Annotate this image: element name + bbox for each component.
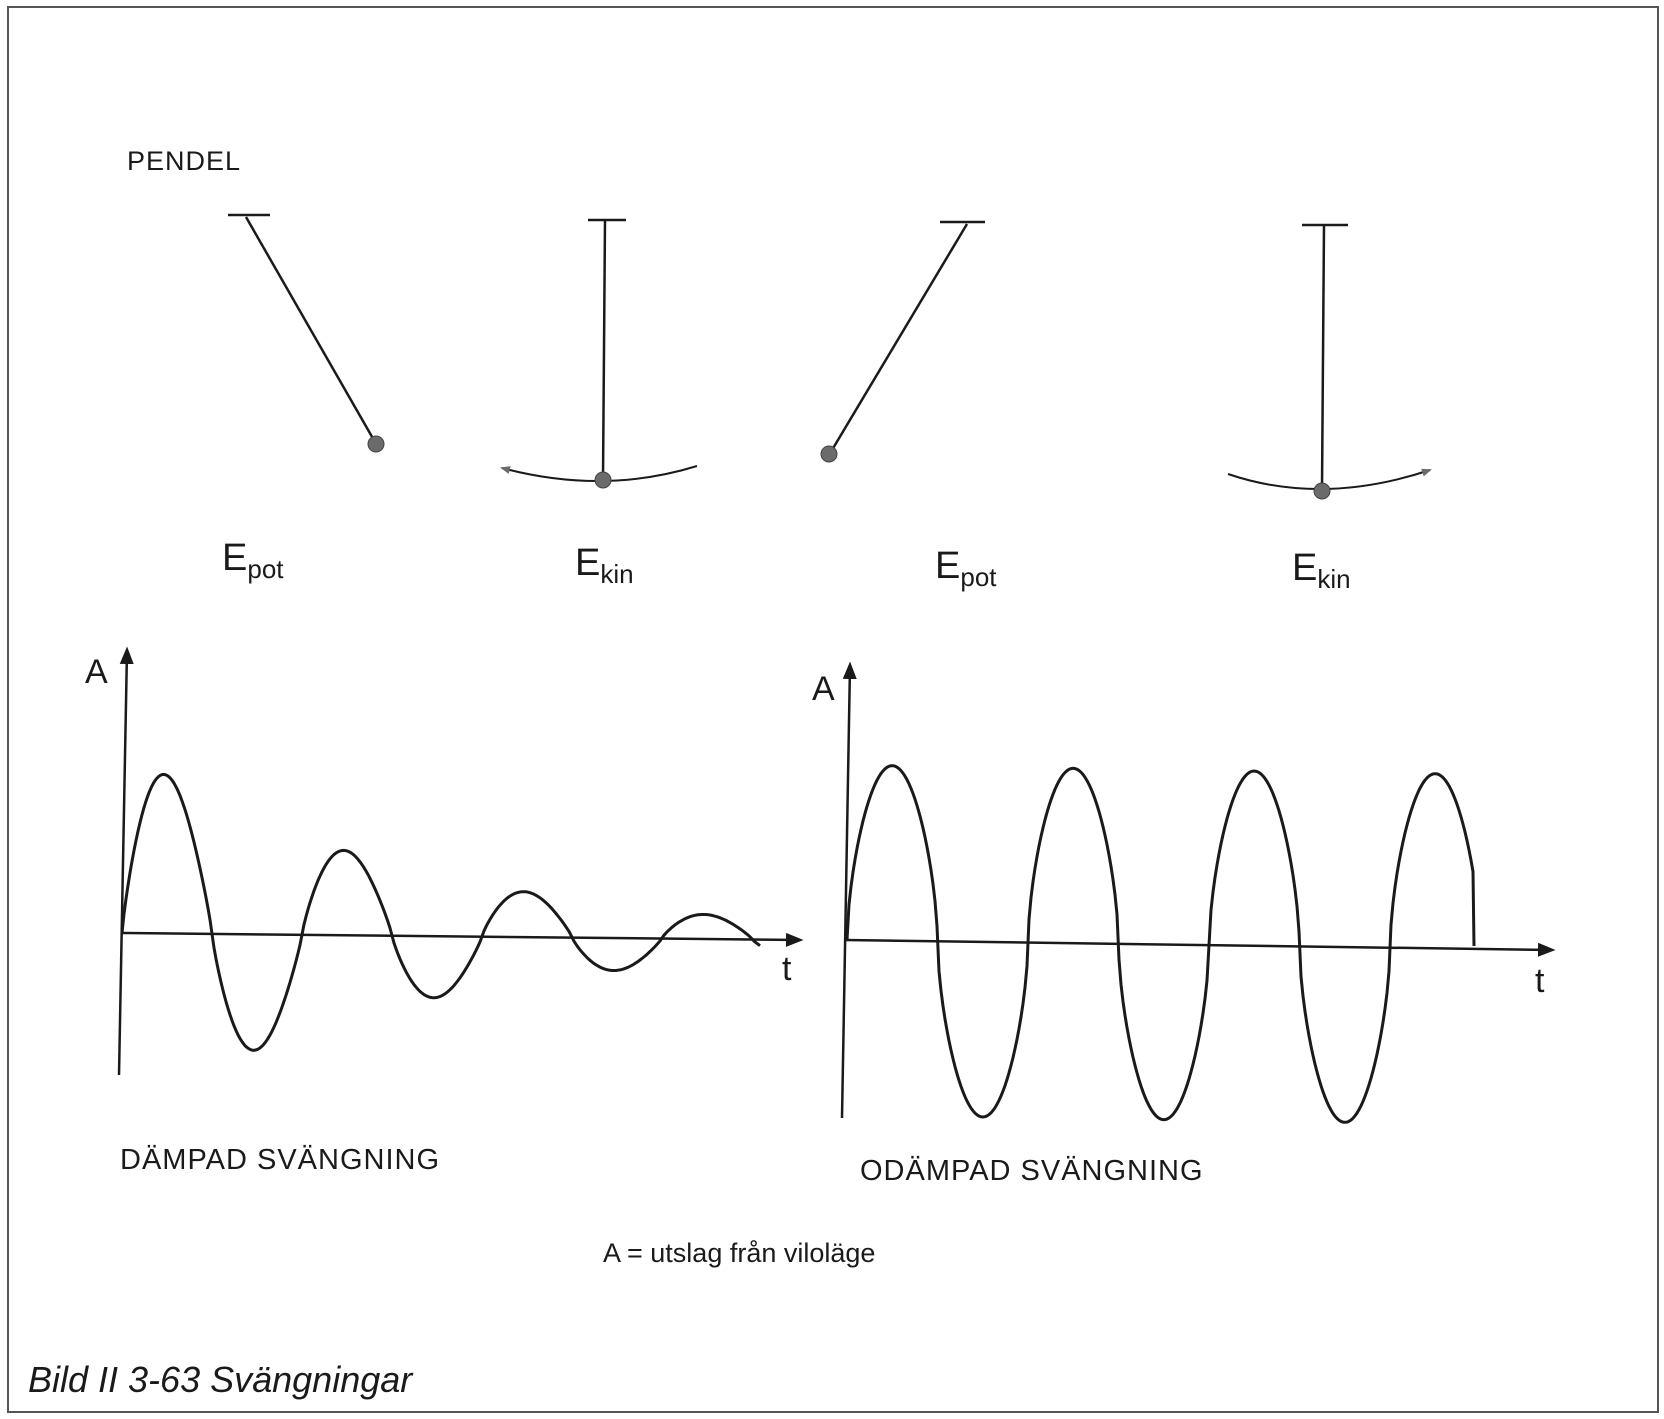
pendulum-2-rod <box>601 219 607 479</box>
energy-label-3-subscript: pot <box>960 562 997 592</box>
pendel-label: PENDEL <box>127 146 241 176</box>
damped-y-label: A <box>85 653 108 691</box>
pendulum-4 <box>1227 223 1432 500</box>
damped-y-axis <box>117 646 134 1076</box>
energy-label-1-symbol: E <box>222 537 247 579</box>
pendulum-4-rod <box>1320 224 1326 489</box>
pendulum-3-rod <box>830 223 969 451</box>
pendulum-2-bob <box>594 471 612 489</box>
pendulum-2 <box>500 218 698 489</box>
damped-graph <box>117 646 804 1076</box>
energy-label-3: Epot <box>935 545 997 592</box>
energy-label-2: Ekin <box>575 542 634 589</box>
pendulum-1-rod <box>244 216 377 443</box>
energy-label-1: Epot <box>222 537 284 584</box>
undamped-y-label: A <box>812 670 835 708</box>
pendulum-3 <box>820 220 985 463</box>
energy-label-2-subscript: kin <box>600 559 633 589</box>
damped-x-axis <box>121 931 804 947</box>
energy-label-2-symbol: E <box>575 542 600 584</box>
amplitude-legend: A = utslag från viloläge <box>603 1238 875 1268</box>
energy-label-3-symbol: E <box>935 545 960 587</box>
undamped-x-axis <box>844 938 1556 957</box>
pendulum-1 <box>228 213 385 453</box>
energy-label-4-subscript: kin <box>1317 564 1350 594</box>
undamped-x-label: t <box>1535 962 1545 1000</box>
energy-label-4: Ekin <box>1292 547 1351 594</box>
pendulum-1-bob <box>367 435 385 453</box>
pendulum-3-bob <box>820 445 838 463</box>
undamped-title: ODÄMPAD SVÄNGNING <box>860 1155 1204 1187</box>
figure-caption: Bild II 3-63 Svängningar <box>28 1359 414 1400</box>
damped-x-label: t <box>782 950 792 988</box>
undamped-y-axis <box>840 661 857 1119</box>
damped-title: DÄMPAD SVÄNGNING <box>120 1144 440 1176</box>
figure-frame <box>7 6 1659 1413</box>
pendulum-4-bob <box>1313 482 1331 500</box>
damped-curve <box>120 772 761 1052</box>
undamped-curve <box>845 764 1476 1124</box>
energy-label-4-symbol: E <box>1292 547 1317 589</box>
undamped-graph <box>840 661 1556 1124</box>
energy-label-1-subscript: pot <box>247 554 284 584</box>
